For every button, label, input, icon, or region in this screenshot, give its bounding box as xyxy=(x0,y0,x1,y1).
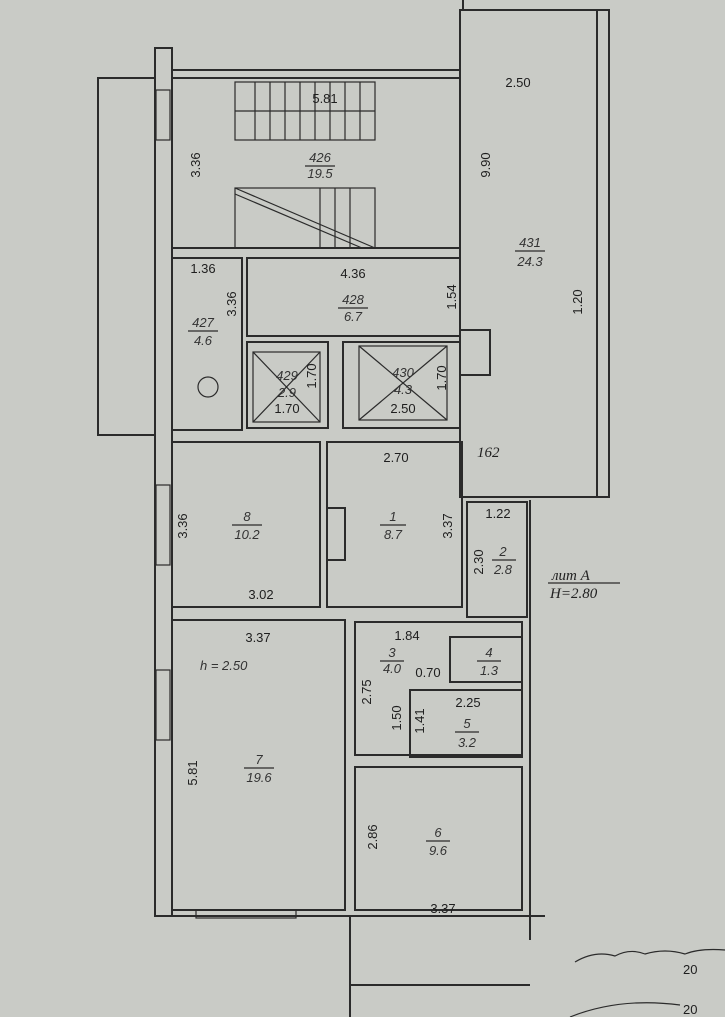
dimension: 9.90 xyxy=(478,152,493,177)
room-labels: 426 19.5 427 4.6 428 6.7 429 2.9 430 4.3… xyxy=(188,150,545,858)
dimension: 4.36 xyxy=(340,266,365,281)
dimension: 2.86 xyxy=(365,824,380,849)
building-label: лит А xyxy=(551,568,591,584)
dimension: 3.36 xyxy=(188,152,203,177)
dimension: 1.50 xyxy=(389,705,404,730)
dimension: 1.20 xyxy=(570,289,585,314)
room-8-number: 8 xyxy=(243,509,251,524)
dimension: 1.41 xyxy=(412,708,427,733)
dimension: 2.50 xyxy=(505,75,530,90)
room-428-number: 428 xyxy=(342,292,364,307)
ceiling-height-note: h = 2.50 xyxy=(200,658,248,673)
dimension: 1.70 xyxy=(274,401,299,416)
room-7-area: 19.6 xyxy=(246,770,272,785)
room-2-number: 2 xyxy=(498,544,507,559)
dimension: 3.36 xyxy=(175,513,190,538)
elevator-shafts xyxy=(197,345,448,423)
dimension: 1.70 xyxy=(304,363,319,388)
dimension-labels: 5.81 3.36 9.90 2.50 1.36 3.36 4.36 1.54 … xyxy=(175,75,585,916)
handwritten-number: 162 xyxy=(477,445,500,461)
walls xyxy=(97,0,610,1017)
room-3-number: 3 xyxy=(388,645,396,660)
room-427-number: 427 xyxy=(192,315,214,330)
dimension: 1.70 xyxy=(434,365,449,390)
stamp-number: 20 xyxy=(683,1002,697,1017)
handwritten-signature xyxy=(574,948,725,963)
dimension: 3.37 xyxy=(430,901,455,916)
dimension: 5.81 xyxy=(185,760,200,785)
room-2-area: 2.8 xyxy=(493,562,513,577)
dimension: 2.25 xyxy=(455,695,480,710)
dimension: 1.22 xyxy=(485,506,510,521)
dimension: 1.36 xyxy=(190,261,215,276)
dimension: 3.36 xyxy=(224,291,239,316)
room-430-area: 4.3 xyxy=(394,382,413,397)
dimension: 0.70 xyxy=(415,665,440,680)
room-6-number: 6 xyxy=(434,825,442,840)
room-5-number: 5 xyxy=(463,716,471,731)
room-5-area: 3.2 xyxy=(458,735,477,750)
room-3-area: 4.0 xyxy=(383,661,402,676)
dimension: 2.50 xyxy=(390,401,415,416)
room-429-area: 2.9 xyxy=(277,385,296,400)
room-431-number: 431 xyxy=(519,235,541,250)
room-428-area: 6.7 xyxy=(344,309,363,324)
room-4-number: 4 xyxy=(485,645,492,660)
dimension: 2.30 xyxy=(471,549,486,574)
dimension: 2.70 xyxy=(383,450,408,465)
room-7-number: 7 xyxy=(255,752,263,767)
room-1-area: 8.7 xyxy=(384,527,403,542)
annotations: h = 2.50 162 лит А H=2.80 20 20 xyxy=(200,445,725,1017)
room-1-number: 1 xyxy=(389,509,396,524)
room-4-area: 1.3 xyxy=(480,663,499,678)
dimension: 1.54 xyxy=(444,284,459,309)
building-height: H=2.80 xyxy=(549,586,598,602)
dimension: 5.81 xyxy=(312,91,337,106)
room-429-number: 429 xyxy=(276,368,298,383)
room-431-area: 24.3 xyxy=(516,254,543,269)
room-6-area: 9.6 xyxy=(429,843,448,858)
dimension: 3.02 xyxy=(248,587,273,602)
stamp-number: 20 xyxy=(683,962,697,977)
room-430-number: 430 xyxy=(392,365,414,380)
dimension: 2.75 xyxy=(359,679,374,704)
stamp-seal xyxy=(569,1002,681,1017)
dimension: 3.37 xyxy=(440,513,455,538)
dimension: 3.37 xyxy=(245,630,270,645)
room-426-area: 19.5 xyxy=(307,166,333,181)
room-427-area: 4.6 xyxy=(194,333,213,348)
room-426-number: 426 xyxy=(309,150,331,165)
staircase xyxy=(234,81,376,249)
dimension: 1.84 xyxy=(394,628,419,643)
room-8-area: 10.2 xyxy=(234,527,260,542)
